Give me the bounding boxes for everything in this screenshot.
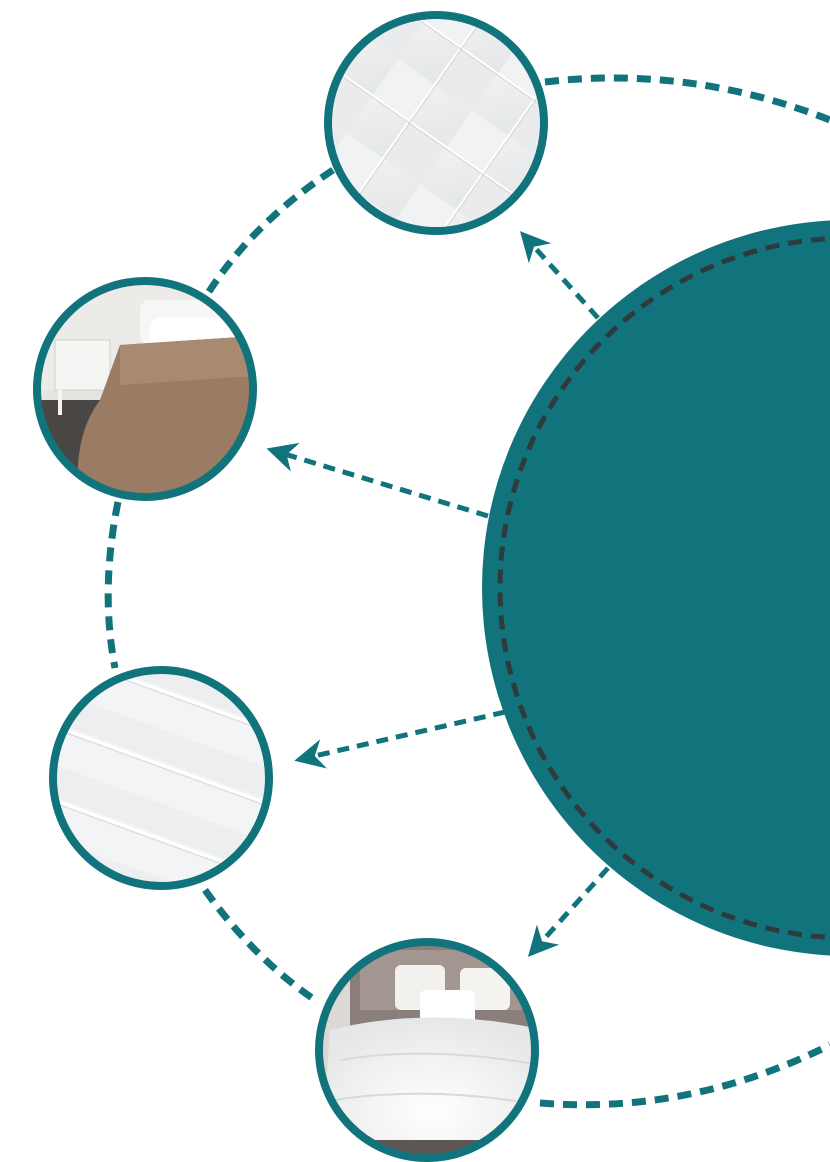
ring-segment-lower-left (205, 890, 318, 1002)
hub-fill (482, 220, 830, 956)
ring-segment-top (545, 78, 830, 120)
white-duvet-bed-photo (310, 935, 550, 1162)
node-quilted-top (320, 10, 560, 250)
hub-circle (482, 220, 830, 956)
arrow-to-node-quilted-white (306, 712, 505, 758)
node-beige-bedspread (30, 275, 270, 515)
arrow-to-node-white-duvet-bed (536, 868, 608, 948)
ring-segment-bottom (540, 1045, 830, 1105)
white-quilted-fabric-photo (45, 662, 285, 902)
arrow-to-node-beige-bedspread (278, 452, 488, 516)
ring-segment-left (108, 502, 118, 668)
node-quilted-white (45, 662, 285, 902)
ring-segment-upper-left (205, 170, 333, 298)
arrow-to-node-quilted-top (528, 240, 598, 318)
node-white-duvet-bed (310, 935, 550, 1162)
